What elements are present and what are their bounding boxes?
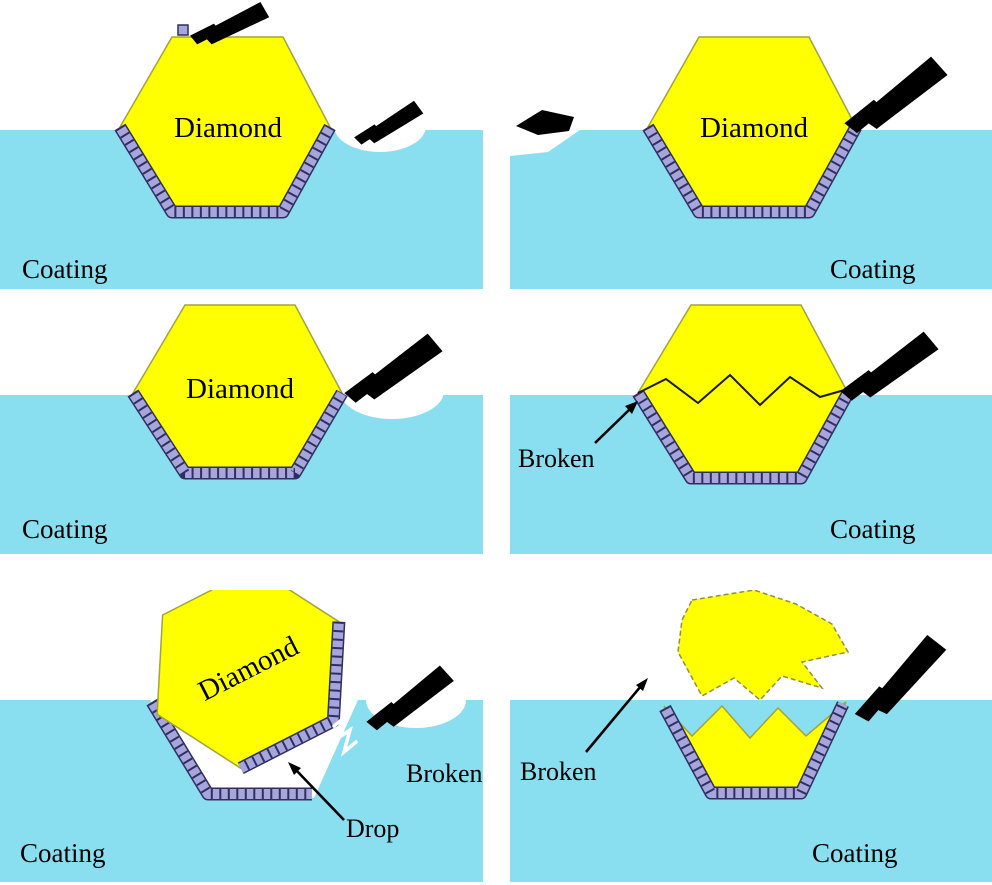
bond-bricks bbox=[147, 699, 312, 799]
panel-bottom-left: Diamond Broken Drop Coating bbox=[0, 590, 483, 882]
arrow-shaft bbox=[585, 685, 642, 753]
broken-label: Broken bbox=[520, 757, 597, 786]
arrow-head bbox=[636, 678, 648, 691]
cutting-tool-icon bbox=[366, 665, 454, 731]
cutting-tool-icon bbox=[344, 333, 443, 403]
bond-layer bbox=[659, 701, 849, 800]
cutting-tool-body bbox=[201, 1, 270, 45]
arrow-shaft bbox=[295, 769, 345, 821]
bond-bricks bbox=[643, 124, 861, 217]
cutting-tool-tip bbox=[366, 701, 401, 731]
broken-label: Broken bbox=[406, 759, 483, 788]
bond-layer bbox=[114, 123, 336, 219]
diamond-upper-fragment bbox=[677, 590, 850, 702]
bond-layer bbox=[632, 389, 854, 485]
bond-band bbox=[238, 621, 344, 773]
bond-layer bbox=[237, 621, 346, 775]
bond-layer bbox=[127, 389, 348, 480]
drop-arrow bbox=[288, 762, 345, 821]
cutting-tool-tip bbox=[844, 99, 886, 134]
arrow-head bbox=[625, 401, 638, 414]
cutting-tool-tip bbox=[354, 124, 382, 145]
crack-line bbox=[637, 373, 849, 407]
bond-band bbox=[128, 390, 347, 478]
cutting-tool-tip bbox=[344, 372, 383, 403]
diamond-label: Diamond bbox=[700, 112, 808, 144]
coating-label: Coating bbox=[830, 514, 916, 544]
bond-layer bbox=[642, 123, 862, 219]
bond-fracture-marks bbox=[332, 713, 358, 757]
coating-label: Coating bbox=[812, 838, 898, 868]
bond-band bbox=[115, 124, 335, 217]
bond-band bbox=[660, 701, 848, 798]
bond-chip bbox=[177, 24, 189, 36]
broken-label: Broken bbox=[518, 444, 595, 473]
cutting-tool-tip bbox=[854, 686, 892, 722]
panel-middle-right: Broken Coating bbox=[510, 304, 992, 554]
cutting-tool-icon bbox=[840, 331, 939, 401]
cutting-tool-tip bbox=[190, 23, 221, 45]
cutting-tool-icon bbox=[354, 100, 424, 145]
drop-label: Drop bbox=[346, 814, 399, 843]
arrow-head bbox=[288, 762, 301, 775]
coating-label: Coating bbox=[22, 514, 108, 544]
diamond-label: Diamond bbox=[186, 373, 294, 405]
tool-fragment-icon bbox=[516, 110, 574, 135]
cutting-tool-icon bbox=[854, 634, 947, 722]
panel-top-right: Diamond Coating bbox=[510, 36, 992, 289]
coating-label: Coating bbox=[20, 838, 106, 868]
coating-label: Coating bbox=[22, 254, 108, 284]
broken-arrow bbox=[594, 401, 638, 444]
bond-band bbox=[633, 390, 853, 483]
panel-top-left: Diamond Coating bbox=[0, 1, 483, 289]
tilted-diamond-group: Diamond bbox=[156, 590, 346, 775]
machined-notch bbox=[510, 130, 580, 156]
machined-groove bbox=[340, 363, 444, 419]
diamond-label: Diamond bbox=[174, 112, 282, 144]
arrow-shaft bbox=[594, 408, 631, 444]
socket-bond-layer bbox=[146, 698, 312, 801]
panel-bottom-right: Broken Coating bbox=[510, 590, 992, 882]
cutting-tool-icon bbox=[190, 1, 270, 45]
broken-arrow bbox=[585, 678, 648, 753]
panel-middle-left: Diamond Coating bbox=[0, 304, 483, 554]
cutting-tool-tip bbox=[840, 370, 879, 401]
cutting-tool-icon bbox=[844, 56, 948, 134]
coating-label: Coating bbox=[830, 254, 916, 284]
